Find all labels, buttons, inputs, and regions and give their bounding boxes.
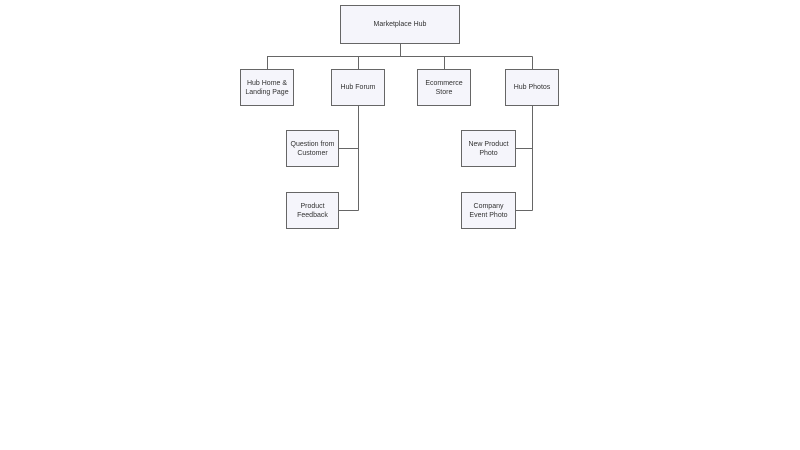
node-label: Marketplace Hub xyxy=(373,21,427,28)
node-hub-photos[interactable]: Hub Photos xyxy=(505,69,559,106)
node-label: Hub Photos xyxy=(513,84,551,91)
node-ecommerce-store[interactable]: Ecommerce Store xyxy=(417,69,471,106)
node-label: Ecommerce Store xyxy=(425,79,463,96)
node-label: Hub Home & Landing Page xyxy=(245,79,289,96)
node-marketplace-hub[interactable]: Marketplace Hub xyxy=(340,5,460,44)
node-hub-forum[interactable]: Hub Forum xyxy=(331,69,385,106)
node-new-product-photo[interactable]: New Product Photo xyxy=(461,130,516,167)
node-label: New Product Photo xyxy=(468,140,509,157)
node-question-from-customer[interactable]: Question from Customer xyxy=(286,130,339,167)
node-label: Product Feedback xyxy=(297,202,328,219)
node-label: Company Event Photo xyxy=(469,202,508,219)
node-product-feedback[interactable]: Product Feedback xyxy=(286,192,339,229)
node-hub-home-landing-page[interactable]: Hub Home & Landing Page xyxy=(240,69,294,106)
node-label: Question from Customer xyxy=(290,140,335,157)
node-company-event-photo[interactable]: Company Event Photo xyxy=(461,192,516,229)
node-label: Hub Forum xyxy=(340,84,376,91)
